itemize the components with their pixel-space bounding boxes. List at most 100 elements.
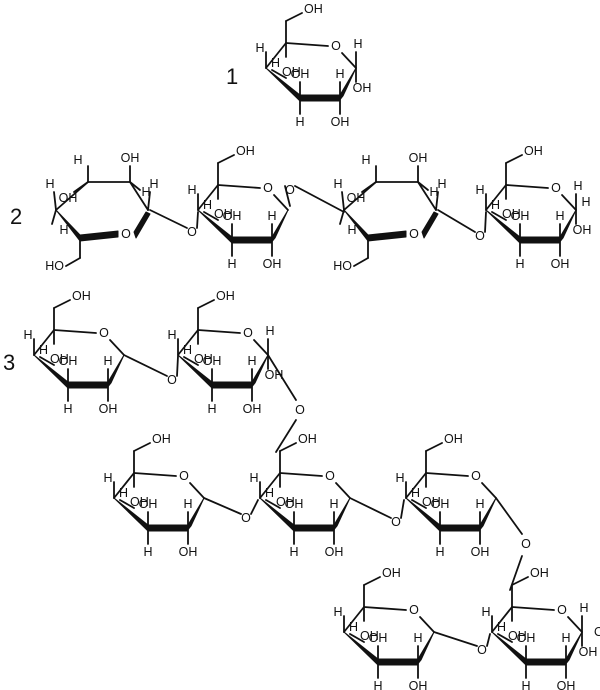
substituent-bond (53, 191, 57, 211)
hydroxyl-label: OH (285, 497, 304, 511)
substituent-bond (217, 154, 235, 164)
hydroxyl-label: OH (422, 495, 441, 509)
substituent-bond (435, 191, 439, 211)
ring-bond (505, 184, 549, 189)
ring-bond (341, 52, 357, 69)
compound-label-1: 1 (226, 64, 238, 89)
ring-bond (485, 184, 507, 211)
hydroxyl-label: OH (557, 679, 576, 690)
hydrogen-label: H (247, 354, 256, 368)
ring-oxygen-label: O (263, 181, 273, 195)
hydrogen-label: H (497, 620, 506, 634)
glycosidic-oxygen-label: O (187, 225, 197, 239)
substituent-bond (505, 154, 523, 164)
ring-bond (177, 329, 199, 356)
hydrogen-label: H (141, 185, 150, 199)
hydrogen-label: H (63, 402, 72, 416)
hydrogen-label: H (395, 471, 404, 485)
substituent-bond (353, 257, 369, 267)
glycosidic-bond: O (203, 497, 259, 525)
hydroxyl-label: OH (517, 631, 536, 645)
hydrogen-label: H (187, 183, 196, 197)
ring-oxygen-label: O (557, 603, 567, 617)
glycosidic-oxygen-label: O (241, 511, 251, 525)
link-bond (176, 355, 179, 377)
hydrogen-label: H (149, 177, 158, 191)
glycosidic-oxygen-label: O (167, 373, 177, 387)
link-bond (196, 211, 199, 229)
link-bond (484, 211, 487, 233)
hydroxyl-label: OH (331, 115, 350, 129)
hydroxyl-label: OH (223, 209, 242, 223)
hydrogen-label: H (491, 198, 500, 212)
link-bond (349, 497, 392, 519)
glycosidic-bond: O (267, 354, 305, 453)
hydroxyl-label: OH (471, 545, 490, 559)
hydroxyl-label: OH (216, 289, 235, 303)
hydrogen-label: H (521, 679, 530, 690)
hydroxyl-label: OH (409, 151, 428, 165)
hydrogen-label: H (475, 497, 484, 511)
ring-bond (259, 472, 281, 499)
ring-oxygen-label: O (325, 469, 335, 483)
hydrogen-label: H (429, 185, 438, 199)
ring-bond (197, 184, 219, 211)
hydrogen-label: H (411, 486, 420, 500)
ring-oxygen-label: O (409, 603, 419, 617)
hydrogen-label: H (265, 486, 274, 500)
link-bond (437, 209, 476, 233)
substituent-bond (271, 69, 287, 79)
hydroxyl-label: OH (511, 209, 530, 223)
substituent-bond (285, 12, 303, 22)
hydroxyl-label: OH (369, 631, 388, 645)
hydroxyl-label: OH (594, 625, 600, 639)
hydrogen-label: H (361, 153, 370, 167)
ring-bond (253, 339, 269, 356)
hydroxyl-label: HO (45, 259, 64, 273)
glycosidic-oxygen-label: O (295, 403, 305, 417)
glycosidic-bond: O (495, 497, 531, 591)
ring-bond (363, 606, 407, 611)
hydrogen-label: H (295, 115, 304, 129)
substituent-bond (417, 181, 429, 191)
ring-bond (481, 482, 497, 499)
hydrogen-label: H (183, 497, 192, 511)
ring-bond (561, 194, 577, 211)
hydroxyl-label: OH (325, 545, 344, 559)
ring-bond (53, 329, 97, 334)
ring-oxygen-label: O (551, 181, 561, 195)
link-bond (400, 499, 405, 519)
hydrogen-label: H (271, 56, 280, 70)
substituent-bond (133, 442, 151, 452)
ring-bond (217, 184, 261, 189)
glycosidic-bond: O (284, 183, 345, 213)
hydrogen-label: H (335, 67, 344, 81)
ring-front-wedge (55, 209, 119, 242)
hydrogen-label: H (289, 545, 298, 559)
hydroxyl-label: HO (333, 259, 352, 273)
hydrogen-label: H (45, 177, 54, 191)
glycosidic-oxygen-label: O (477, 643, 487, 657)
substituent-bond (279, 442, 297, 452)
hydroxyl-label: OH (152, 432, 171, 446)
ring-bond (197, 329, 241, 334)
link-bond (123, 354, 168, 377)
substituent-bond (341, 191, 345, 211)
link-bond (509, 555, 523, 591)
hydrogen-label: H (481, 605, 490, 619)
hydrogen-label: H (265, 324, 274, 338)
hydroxyl-label: OH (298, 432, 317, 446)
link-bond (433, 631, 478, 647)
ring-bond (33, 329, 55, 356)
hydrogen-label: H (227, 257, 236, 271)
ring-bond (129, 181, 149, 211)
